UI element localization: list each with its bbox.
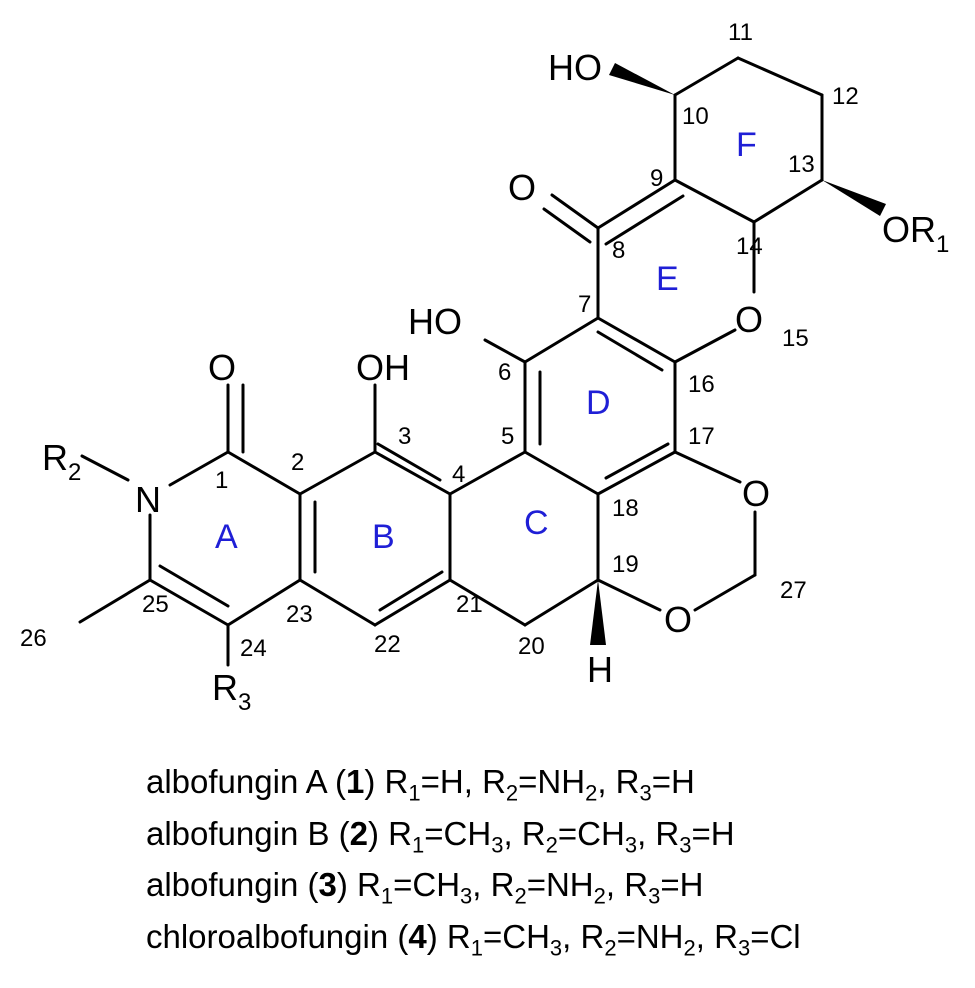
chemical-structure: HO O OR1 HO OH O R2 N O O O H R3 A B C D… bbox=[20, 19, 949, 716]
o-19-label: O bbox=[664, 599, 692, 640]
atom-number-8: 8 bbox=[612, 237, 625, 264]
ho-10-label: HO bbox=[548, 47, 602, 88]
o-15-label: O bbox=[735, 299, 763, 340]
ring-label-c: C bbox=[524, 504, 549, 542]
atom-number-4: 4 bbox=[452, 461, 465, 488]
ring-e-bonds bbox=[596, 178, 756, 364]
compound-row-1: albofungin A (1) R1=H, R2=NH2, R3=H bbox=[146, 763, 695, 806]
atom-number-20: 20 bbox=[518, 633, 545, 660]
ring-d-bonds bbox=[523, 316, 677, 496]
atom-number-9: 9 bbox=[650, 165, 663, 192]
o-17-label: O bbox=[742, 473, 770, 514]
ring-a-bonds bbox=[148, 450, 302, 627]
atom-number-17: 17 bbox=[688, 423, 715, 450]
h-19-label: H bbox=[587, 649, 613, 690]
or1-label: OR1 bbox=[882, 209, 949, 258]
atom-number-12: 12 bbox=[832, 83, 859, 110]
o-1-label: O bbox=[208, 347, 236, 388]
dioxane-ring-bonds bbox=[590, 450, 757, 645]
ring-label-e: E bbox=[656, 260, 679, 298]
atom-number-21: 21 bbox=[456, 591, 483, 618]
atom-number-25: 25 bbox=[142, 591, 169, 618]
atom-number-22: 22 bbox=[374, 631, 401, 658]
wedge-or13 bbox=[822, 180, 886, 216]
atom-number-24: 24 bbox=[240, 635, 267, 662]
o-8-label: O bbox=[508, 167, 536, 208]
wedge-ho10 bbox=[609, 63, 675, 95]
ho-6-label: HO bbox=[408, 301, 462, 342]
compound-legend: albofungin A (1) R1=H, R2=NH2, R3=H albo… bbox=[146, 762, 801, 968]
atom-number-14: 14 bbox=[736, 233, 763, 260]
atom-number-23: 23 bbox=[286, 601, 313, 628]
atom-number-13: 13 bbox=[788, 151, 815, 178]
compound-row-4: chloroalbofungin (4) R1=CH3, R2=NH2, R3=… bbox=[146, 917, 801, 961]
atom-number-2: 2 bbox=[291, 449, 304, 476]
atom-number-5: 5 bbox=[501, 423, 514, 450]
atom-number-7: 7 bbox=[578, 291, 591, 318]
atom-number-6: 6 bbox=[498, 359, 511, 386]
ring-label-d: D bbox=[586, 384, 611, 422]
ring-label-a: A bbox=[215, 518, 238, 556]
atom-number-10: 10 bbox=[682, 103, 709, 130]
atom-number-11: 11 bbox=[728, 19, 753, 46]
ring-f-bonds bbox=[673, 56, 824, 224]
atom-number-3: 3 bbox=[398, 423, 411, 450]
atom-number-19: 19 bbox=[612, 551, 639, 578]
substituent-bonds bbox=[78, 63, 886, 667]
r3-label: R3 bbox=[212, 667, 251, 716]
compound-row-3: albofungin (3) R1=CH3, R2=NH2, R3=H bbox=[146, 866, 704, 909]
ring-label-f: F bbox=[736, 126, 757, 164]
ring-c-bonds bbox=[448, 450, 600, 627]
r2-label: R2 bbox=[42, 437, 81, 486]
oh-3-label: OH bbox=[356, 347, 410, 388]
compound-row-2: albofungin B (2) R1=CH3, R2=CH3, R3=H bbox=[146, 814, 735, 858]
atom-number-1: 1 bbox=[215, 467, 228, 494]
ring-b-bonds bbox=[298, 442, 452, 627]
atom-number-27: 27 bbox=[780, 577, 807, 604]
atom-number-15: 15 bbox=[782, 325, 809, 352]
atom-number-26: 26 bbox=[20, 625, 47, 652]
atom-number-16: 16 bbox=[688, 371, 715, 398]
n-label: N bbox=[135, 479, 161, 520]
atom-number-18: 18 bbox=[612, 495, 639, 522]
ring-label-b: B bbox=[372, 518, 395, 556]
wedge-h19 bbox=[590, 580, 606, 645]
